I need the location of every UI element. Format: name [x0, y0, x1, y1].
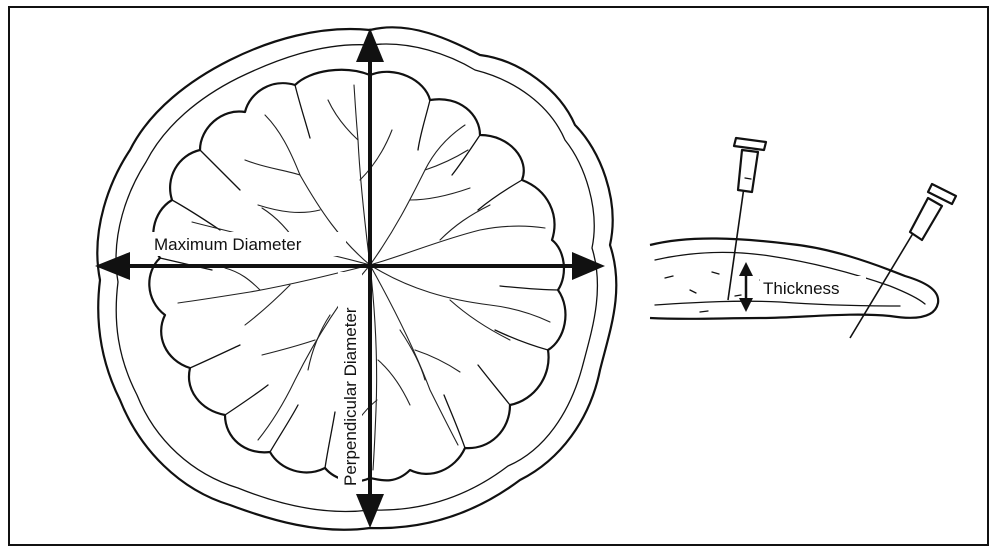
maximum-diameter-label: Maximum Diameter — [154, 235, 302, 254]
placenta-side-view: Thickness — [650, 138, 956, 338]
thickness-label: Thickness — [763, 279, 840, 298]
placenta-face-view: Maximum Diameter Perpendicular Diameter — [95, 27, 616, 529]
perpendicular-diameter-label: Perpendicular Diameter — [341, 307, 360, 486]
